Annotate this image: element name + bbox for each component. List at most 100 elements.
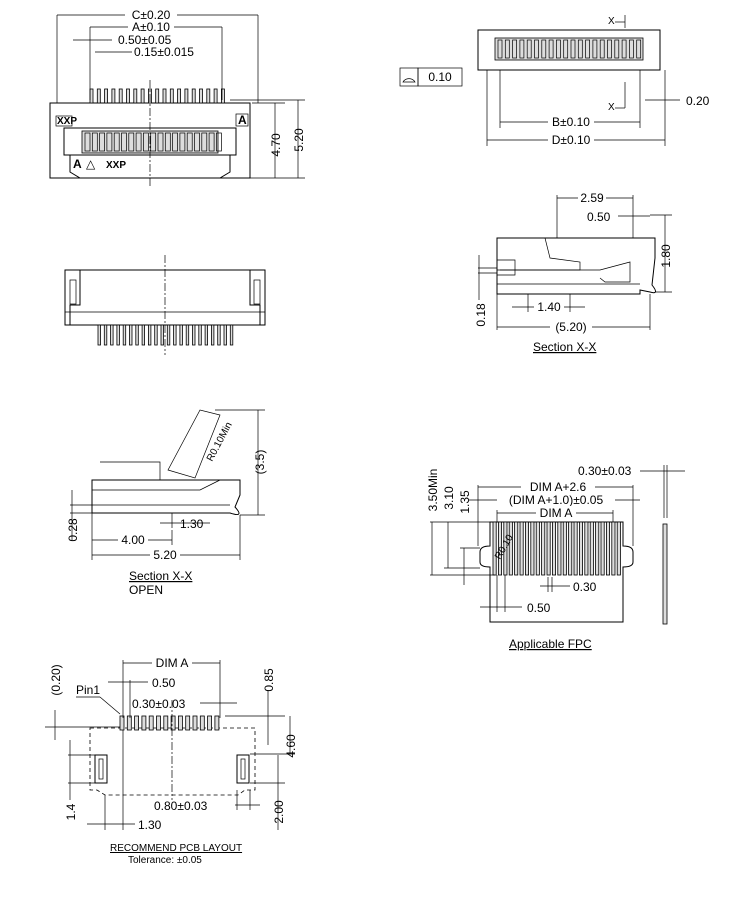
solder-tail xyxy=(122,324,127,346)
solder-tail xyxy=(204,324,209,346)
contact-slot xyxy=(91,132,98,152)
contact-slot xyxy=(186,132,193,152)
solder-tail xyxy=(192,324,196,346)
contact-slot xyxy=(128,132,135,152)
contact-pin xyxy=(155,88,160,104)
section-mark-bottom: X xyxy=(608,102,615,113)
pcb-dim-200: 2.00 xyxy=(272,800,286,824)
actuator-lever xyxy=(167,409,221,479)
contact-pin xyxy=(169,88,174,104)
fpc-contact-finger xyxy=(519,521,524,576)
fpc-contact-finger xyxy=(595,521,600,576)
contact-pin xyxy=(191,88,196,104)
contact-pin xyxy=(585,39,590,59)
fpc-contact-finger xyxy=(589,521,594,576)
section-open-caption: Section X-X xyxy=(129,569,192,583)
contact-pin xyxy=(614,39,620,59)
solder-tail xyxy=(173,324,177,346)
contact-pin xyxy=(206,88,211,104)
pin1-label: Pin1 xyxy=(76,683,100,697)
contact-pin xyxy=(504,39,510,59)
contact-slot xyxy=(157,132,164,152)
contact-slot xyxy=(208,132,215,152)
solder-tail xyxy=(110,324,114,346)
fpc-contact-finger xyxy=(600,521,605,576)
pcb-tolerance: Tolerance: ±0.05 xyxy=(128,855,202,866)
contact-pin xyxy=(162,88,167,104)
pcb-pad xyxy=(141,715,147,731)
pcb-caption: RECOMMEND PCB LAYOUT xyxy=(110,843,242,854)
fpc-contact-finger xyxy=(616,521,621,576)
contact-pin xyxy=(556,39,561,59)
front-pins xyxy=(497,39,642,59)
contact-pin xyxy=(534,39,539,59)
dim-height-520: 5.20 xyxy=(292,128,306,152)
contact-pin xyxy=(599,39,605,59)
fpc-contact-finger xyxy=(546,521,551,576)
flatness-frame xyxy=(417,67,463,87)
section-closed: 2.59 0.50 1.80 0.18 1.40 (5.20) Section … xyxy=(474,191,673,354)
fpc-contact-finger xyxy=(535,521,540,576)
fpc-contact-finger xyxy=(579,521,584,576)
pcb-dim-085: 0.85 xyxy=(262,668,276,692)
mark-xxp: XXP xyxy=(106,160,126,171)
contact-pin xyxy=(629,39,634,59)
dim-259: 2.59 xyxy=(580,191,604,205)
contact-slot xyxy=(135,132,142,152)
dim-520-ref: (5.20) xyxy=(555,320,586,334)
pcb-dim-130: 1.30 xyxy=(138,818,162,832)
solder-tail xyxy=(210,324,215,346)
pcb-dim-460: 4.60 xyxy=(284,734,298,758)
pcb-dim-020: (0.20) xyxy=(49,664,63,695)
contact-slot xyxy=(150,132,157,152)
contact-pin xyxy=(497,39,503,59)
fpc-contact-width: 0.30 xyxy=(573,580,597,594)
contact-slot xyxy=(194,132,200,152)
contact-pin xyxy=(512,39,517,59)
contact-slot xyxy=(106,132,113,152)
dim-d: D±0.10 xyxy=(552,133,591,147)
fpc-contact-finger xyxy=(611,521,616,576)
fpc-side-profile xyxy=(662,523,668,625)
contact-slot xyxy=(201,132,208,152)
contact-pin xyxy=(133,88,138,104)
mounting-pad-right xyxy=(236,754,250,784)
pcb-pitch: 0.50 xyxy=(152,676,176,690)
top-pins xyxy=(84,88,225,152)
dim-140: 1.40 xyxy=(537,300,561,314)
solder-tail xyxy=(154,324,158,346)
pcb-dim-080: 0.80±0.03 xyxy=(154,799,208,813)
contact-pin xyxy=(607,39,612,59)
pcb-pad-width: 0.30±0.03 xyxy=(132,697,186,711)
contact-pin xyxy=(541,39,547,59)
pcb-pad xyxy=(170,715,176,731)
mark-a: A xyxy=(73,157,82,171)
solder-tail xyxy=(135,324,139,346)
dim-520: 5.20 xyxy=(153,548,177,562)
contact-pin xyxy=(519,39,525,59)
contact-pin xyxy=(118,88,123,104)
pcb-pad xyxy=(148,715,154,731)
mark-xxp-left: XXP xyxy=(57,116,77,127)
flatness-value: 0.10 xyxy=(428,70,452,84)
fpc-h-310: 3.10 xyxy=(442,486,456,510)
solder-tail xyxy=(160,324,164,346)
pcb-pad xyxy=(199,715,205,731)
contact-pin xyxy=(621,39,627,59)
contact-pin xyxy=(526,39,532,59)
solder-tail xyxy=(116,324,120,346)
fpc-contact-finger xyxy=(584,521,589,576)
solder-tail xyxy=(223,324,227,346)
fpc-contact-finger xyxy=(552,521,557,576)
contact-pin xyxy=(636,39,642,59)
fpc-contact-finger xyxy=(557,521,562,576)
dim-018: 0.18 xyxy=(474,303,488,327)
contact-pin xyxy=(111,88,116,104)
contact-pin xyxy=(104,88,108,104)
fpc-dim-a-plus-10: (DIM A+1.0)±0.05 xyxy=(509,493,604,507)
fpc-h-135: 1.35 xyxy=(458,490,472,514)
solder-tail xyxy=(147,324,152,346)
contact-pin xyxy=(199,88,203,104)
pin-offset: 0.20 xyxy=(686,94,710,108)
pcb-layout: DIM A 0.50 Pin1 0.30±0.03 (0.20) 0.85 4.… xyxy=(45,656,298,866)
